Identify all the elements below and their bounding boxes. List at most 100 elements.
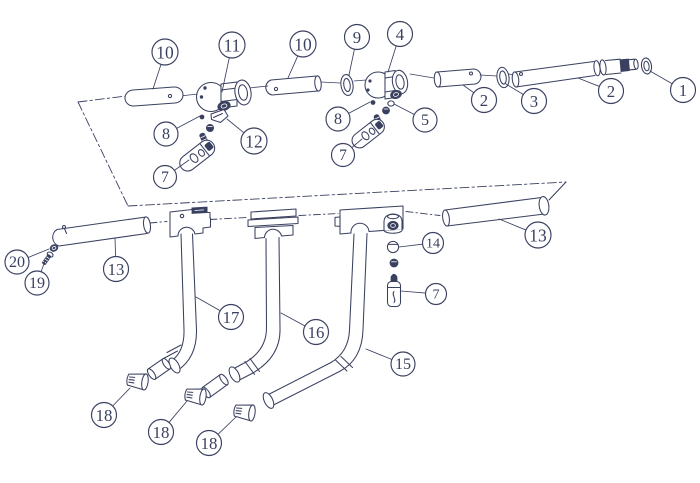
leader-line-16 [280, 312, 306, 327]
tube-2-left [433, 68, 482, 88]
leader-line-8 [348, 101, 371, 114]
leader-line-1 [649, 70, 673, 85]
leader-line-18 [112, 387, 131, 407]
ball-14 [386, 240, 400, 254]
fitting-11-hardware [179, 108, 229, 172]
balloon-number-4: 4 [396, 25, 405, 44]
balloon-number-13: 13 [108, 260, 125, 279]
callout-14: 14 [398, 231, 445, 255]
callout-7: 7 [400, 282, 448, 306]
boss-hardware [386, 240, 402, 308]
ring-5 [387, 100, 395, 107]
tube-10-left [124, 86, 184, 107]
balloon-circle-7 [152, 164, 178, 190]
balloon-number-5: 5 [421, 112, 429, 129]
balloon-number-18: 18 [201, 434, 218, 453]
balloon-number-18: 18 [96, 406, 113, 425]
upper-assembly [124, 57, 653, 172]
balloon-number-8: 8 [162, 126, 170, 143]
o-ring-9 [340, 74, 354, 96]
callout-20: 20 [4, 248, 50, 275]
balloon-circle-18 [90, 401, 118, 429]
balloon-circle-14 [421, 231, 445, 255]
callout-5: 5 [393, 103, 438, 133]
balloon-circle-4 [386, 20, 414, 48]
balloon-number-17: 17 [223, 308, 240, 327]
phantom-plane-outline [77, 95, 567, 207]
balloon-circle-18 [147, 418, 175, 446]
axis-line [179, 73, 514, 97]
leader-line-13 [498, 218, 527, 231]
leader-line-12 [226, 118, 245, 134]
balloon-circle-9 [343, 23, 371, 51]
nozzle-7-left [179, 139, 216, 172]
balloon-circle-17 [217, 303, 245, 331]
callout-10: 10 [287, 30, 317, 79]
balloon-number-14: 14 [426, 236, 440, 252]
balloon-circle-19 [24, 270, 50, 296]
clamp-wedge-12 [210, 108, 229, 124]
balloon-number-15: 15 [395, 356, 411, 373]
balloon-circle-13 [102, 255, 130, 283]
leader-line-2 [577, 77, 600, 87]
leader-line-7 [351, 138, 363, 149]
balloon-number-7: 7 [339, 147, 347, 164]
leader-line-7 [173, 159, 190, 171]
leader-line-7 [400, 290, 426, 294]
balloon-number-19: 19 [29, 275, 45, 292]
tube-13-right [442, 196, 550, 227]
callout-13: 13 [102, 237, 130, 283]
leader-line-17 [195, 296, 221, 312]
balloon-circle-18 [195, 429, 223, 457]
leader-line-14 [398, 243, 423, 248]
balloon-number-1: 1 [679, 81, 687, 100]
leader-line-18 [217, 416, 237, 435]
balloon-circle-8 [325, 106, 351, 132]
tube-13-left [52, 216, 152, 247]
callout-15: 15 [365, 348, 416, 377]
callout-18: 18 [195, 416, 237, 457]
fitting-4 [364, 69, 409, 100]
balloon-number-9: 9 [353, 28, 361, 47]
leader-line-13 [114, 237, 117, 257]
balloon-number-18: 18 [153, 423, 170, 442]
balloon-number-3: 3 [530, 92, 538, 111]
balloon-circle-11 [218, 31, 246, 59]
screw-8-left [199, 114, 205, 120]
balloon-number-13: 13 [529, 226, 547, 246]
manifold-assembly [42, 196, 550, 308]
fitting-11 [195, 79, 252, 113]
balloon-number-8: 8 [334, 111, 342, 128]
clamp-18-b [184, 388, 207, 406]
balloon-number-2: 2 [480, 91, 488, 110]
leader-line-20 [27, 248, 50, 258]
clamp-18-c [233, 404, 256, 422]
screw-8-right [370, 100, 376, 105]
balloon-number-7: 7 [161, 169, 169, 186]
manifold-block-c [334, 205, 404, 235]
callout-17: 17 [195, 296, 245, 331]
leader-line-2 [462, 84, 475, 94]
leader-line-15 [365, 348, 393, 360]
balloon-circle-7 [424, 282, 448, 306]
balloon-circle-1 [669, 76, 697, 104]
balloon-circle-20 [4, 249, 30, 275]
manifold-block-b [247, 208, 299, 240]
balloon-number-16: 16 [308, 323, 325, 342]
balloon-circle-5 [412, 107, 438, 133]
callout-2: 2 [462, 84, 498, 114]
clamp-18-a [126, 373, 149, 391]
balloon-circle-16 [302, 318, 330, 346]
manifold-block-a [169, 206, 212, 238]
nozzle-7-bottom [386, 273, 402, 308]
leader-line-9 [348, 48, 355, 76]
drop-pipe-15 [262, 232, 368, 409]
callout-3: 3 [505, 83, 548, 115]
leader-line-8 [176, 115, 201, 129]
callout-7: 7 [152, 159, 190, 190]
nozzle-7-middle [351, 118, 385, 149]
drop-pipes [126, 232, 368, 422]
